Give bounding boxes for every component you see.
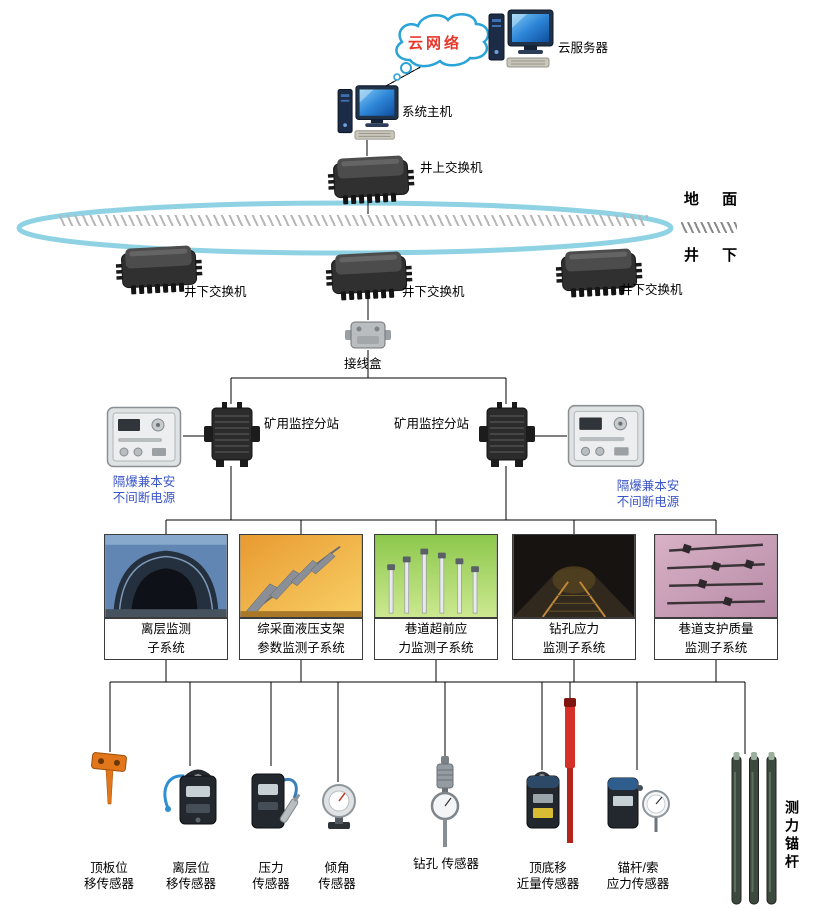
underground-switch-label-1: 井下交换机 (184, 285, 247, 299)
force-anchor-rods-icon (730, 752, 778, 907)
ups-icon-right (567, 404, 645, 470)
system-host-label: 系统主机 (402, 105, 453, 119)
substation-label-left: 矿用监控分站 (264, 417, 340, 431)
subsystem-label-text-4: 钻孔应力 监测子系统 (542, 622, 606, 655)
sensor-label-6: 顶底移 近量传感器 (516, 861, 580, 892)
subsystem-card-label-3: 巷道超前应 力监测子系统 (374, 618, 498, 660)
red-measuring-pole (562, 698, 578, 843)
subsystem-label-text-5: 巷道支护质量 监测子系统 (678, 622, 754, 655)
underground-switch-icon-1 (115, 238, 204, 298)
separation-displacement-sensor-icon (158, 764, 222, 832)
substation-label-right: 矿用监控分站 (394, 417, 470, 431)
ups-label-right: 隔爆兼本安 不间断电源 (616, 479, 680, 510)
subsystem-image-tunnel (104, 534, 228, 618)
subsystem-image-anchor-bolts (654, 534, 778, 618)
junction-box-label: 接线盒 (344, 357, 382, 371)
substation-icon-right (479, 402, 535, 468)
cloud-server-icon (487, 6, 557, 70)
anchor-stress-sensor-icon (602, 768, 672, 838)
borehole-sensor-icon (422, 756, 468, 848)
surface-switch-label: 井上交换机 (420, 161, 483, 175)
subsystem-label-text-3: 巷道超前应 力监测子系统 (398, 622, 474, 655)
sensor-label-5: 钻孔 传感器 (413, 857, 479, 871)
ground-hatch-line (58, 215, 648, 226)
ups-label-left: 隔爆兼本安 不间断电源 (112, 475, 176, 506)
cloud-network-icon: 云网络 (386, 8, 494, 82)
subsystem-image-stress-posts (374, 534, 498, 618)
subsystem-label-text-1: 离层监测 子系统 (140, 622, 191, 655)
subsystem-card-label-2: 综采面液压支架 参数监测子系统 (239, 618, 363, 660)
system-host-icon (336, 82, 402, 142)
sensor-label-4: 倾角 传感器 (318, 861, 356, 892)
junction-box-icon (344, 318, 392, 352)
underground-zone-label: 井 下 (683, 247, 743, 264)
roof-floor-convergence-sensor-icon (514, 768, 570, 834)
sensor-label-1: 顶板位 移传感器 (83, 861, 134, 892)
surface-zone-label: 地 面 (683, 191, 743, 208)
underground-switch-label-3: 井下交换机 (620, 283, 683, 297)
sensor-label-7: 锚杆/索 应力传感器 (606, 861, 670, 892)
subsystem-image-dark-mine (512, 534, 636, 618)
subsystem-label-text-2: 综采面液压支架 参数监测子系统 (257, 622, 345, 655)
subsystem-card-label-5: 巷道支护质量 监测子系统 (654, 618, 778, 660)
ups-icon-left (106, 406, 182, 470)
subsystem-card-label-4: 钻孔应力 监测子系统 (512, 618, 636, 660)
ground-hatch-symbol (681, 222, 737, 233)
cloud-server-label: 云服务器 (558, 41, 609, 55)
underground-switch-icon-3 (555, 241, 644, 301)
cloud-network-label: 云网络 (408, 35, 463, 52)
subsystem-card-label-1: 离层监测 子系统 (104, 618, 228, 660)
underground-switch-label-2: 井下交换机 (402, 285, 465, 299)
sensor-label-3: 压力 传感器 (252, 861, 290, 892)
sensor-label-8: 测力锚杆 (784, 800, 800, 872)
roof-displacement-sensor-icon (86, 750, 132, 808)
surface-switch-icon (327, 148, 416, 208)
tilt-sensor-icon (314, 780, 362, 832)
sensor-label-2: 离层位 移传感器 (165, 861, 216, 892)
substation-icon-left (204, 402, 260, 468)
underground-switch-icon-2 (325, 244, 414, 304)
subsystem-image-hydraulic-support (239, 534, 363, 618)
pressure-sensor-icon (240, 764, 302, 836)
